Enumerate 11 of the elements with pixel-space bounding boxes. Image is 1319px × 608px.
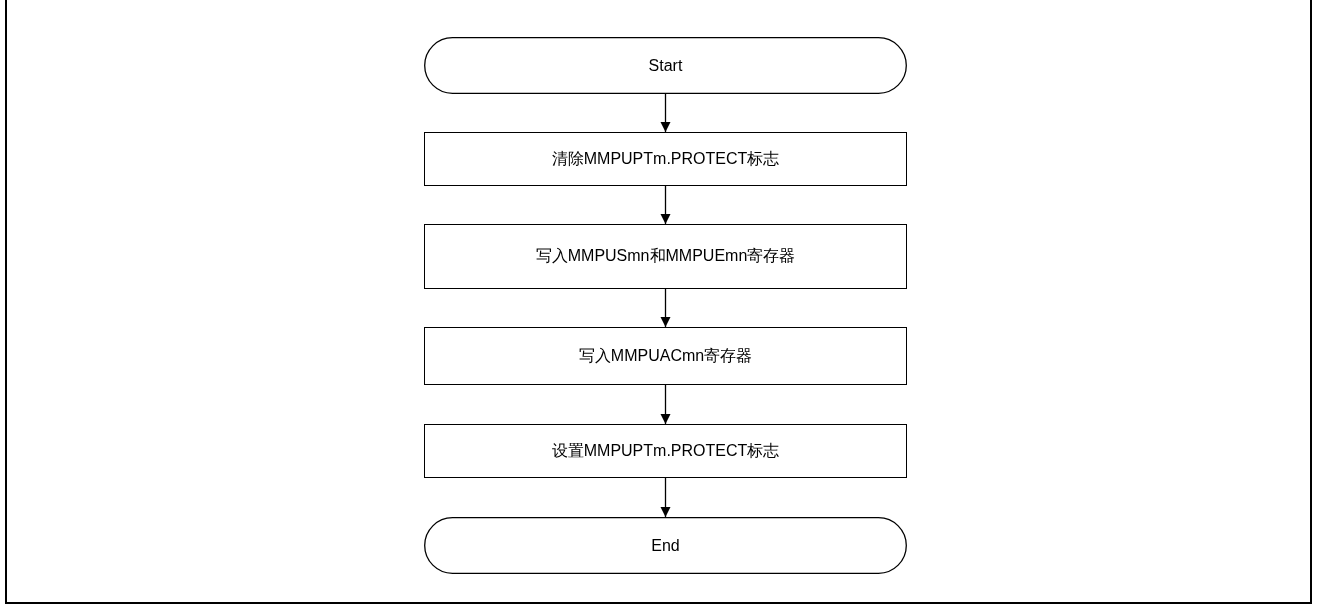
arrow — [660, 288, 671, 328]
process-box: 写入MMPUACmn寄存器 — [424, 327, 907, 385]
process-box: 设置MMPUPTm.PROTECT标志 — [424, 424, 907, 478]
arrow — [660, 384, 671, 425]
arrow — [660, 477, 671, 518]
process-box: 写入MMPUSmn和MMPUEmn寄存器 — [424, 224, 907, 289]
arrow — [660, 93, 671, 133]
arrow — [660, 185, 671, 225]
process-box: 清除MMPUPTm.PROTECT标志 — [424, 132, 907, 186]
terminal-shape: Start — [424, 37, 907, 94]
terminal-shape: End — [424, 517, 907, 574]
